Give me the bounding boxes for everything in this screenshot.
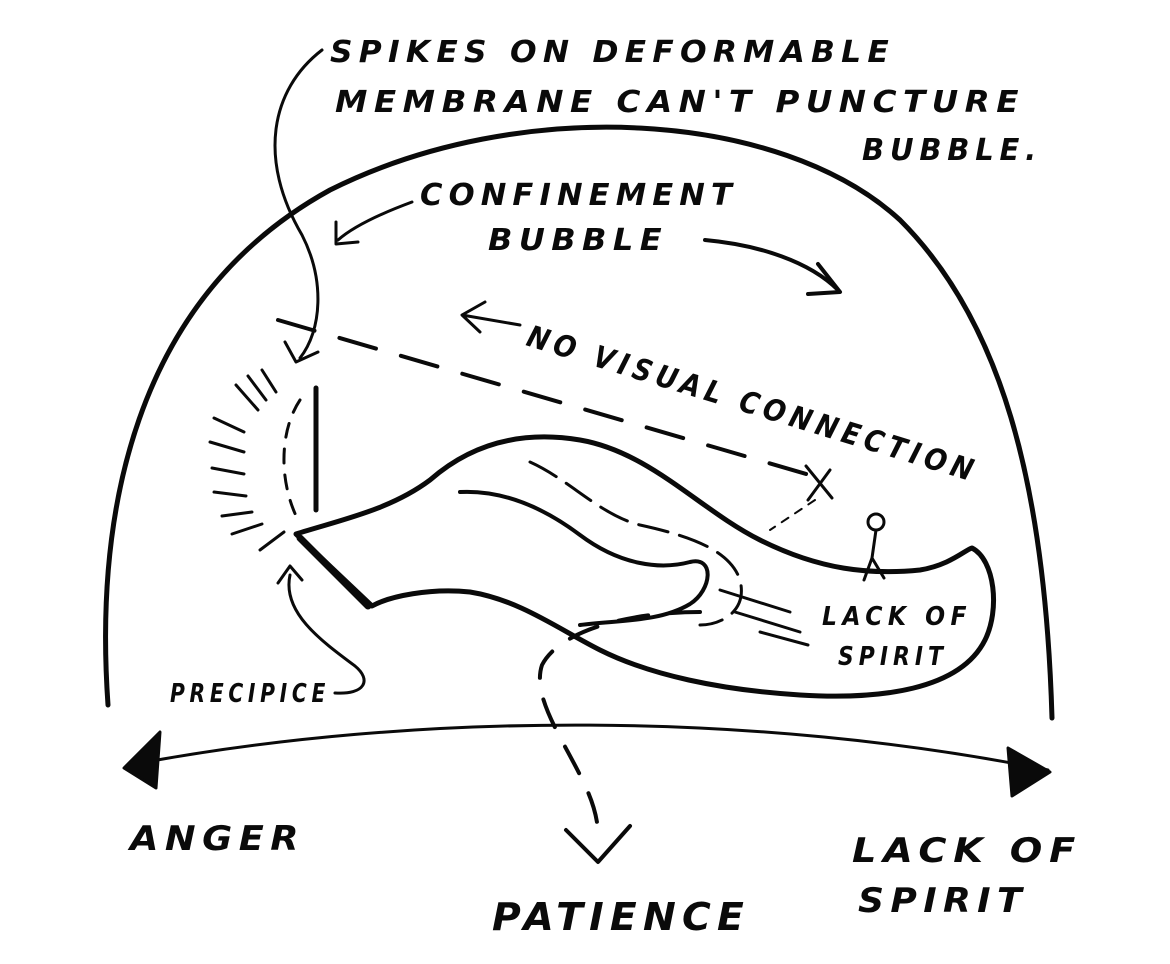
precipice-label: PRECIPICE [170, 679, 330, 709]
lack-of-spirit-inner-label-1: LACK OF [822, 602, 972, 632]
patience-arrowhead [564, 824, 632, 864]
spikes-note-line1: SPIKES ON DEFORMABLE [330, 35, 895, 70]
axis-label-anger: ANGER [127, 819, 305, 859]
bubble-arrow-right [703, 238, 840, 292]
valley-landform [293, 434, 997, 699]
bubble-arrow-left-head [334, 220, 360, 246]
no-visual-arrow [460, 300, 522, 334]
deformable-membrane [282, 398, 302, 522]
valley-contour-3 [718, 588, 810, 647]
valley-contour-2 [528, 460, 743, 627]
patience-dashed-path [537, 610, 702, 832]
sight-line-blocked-x [804, 464, 834, 502]
sight-line-to-figure [769, 499, 816, 531]
valley-contour-1 [458, 489, 710, 627]
spikes-note-line3: BUBBLE. [862, 133, 1042, 168]
sight-line-dashed [276, 318, 822, 480]
stick-figure [862, 512, 886, 582]
confinement-bubble-label-2: BUBBLE [488, 223, 668, 258]
spikes-note-line2: MEMBRANE CAN'T PUNCTURE [335, 85, 1025, 120]
no-visual-connection-label: NO VISUAL CONNECTION [523, 319, 983, 490]
precipice-callout-arrowhead [276, 564, 304, 585]
axis-label-lack-of-spirit-2: SPIRIT [858, 881, 1028, 921]
precipice-edge [296, 534, 372, 610]
lack-of-spirit-inner-label-2: SPIRIT [838, 642, 948, 672]
spikes-callout-arrow [273, 48, 324, 360]
axis-label-lack-of-spirit-1: LACK OF [852, 831, 1082, 871]
membrane-spikes [208, 368, 286, 552]
spikes-callout-arrowhead [283, 340, 320, 364]
bubble-arrow-left [336, 200, 414, 242]
bubble-arrow-right-head [806, 262, 842, 296]
spectrum-axis [128, 723, 1050, 772]
axis-arrowhead-left [122, 730, 162, 790]
confinement-bubble-outline [103, 124, 1055, 721]
axis-label-patience: PATIENCE [492, 895, 750, 939]
precipice-callout-arrow [287, 573, 366, 695]
confinement-bubble-label-1: CONFINEMENT [420, 178, 738, 213]
axis-arrowhead-right [1006, 746, 1052, 798]
